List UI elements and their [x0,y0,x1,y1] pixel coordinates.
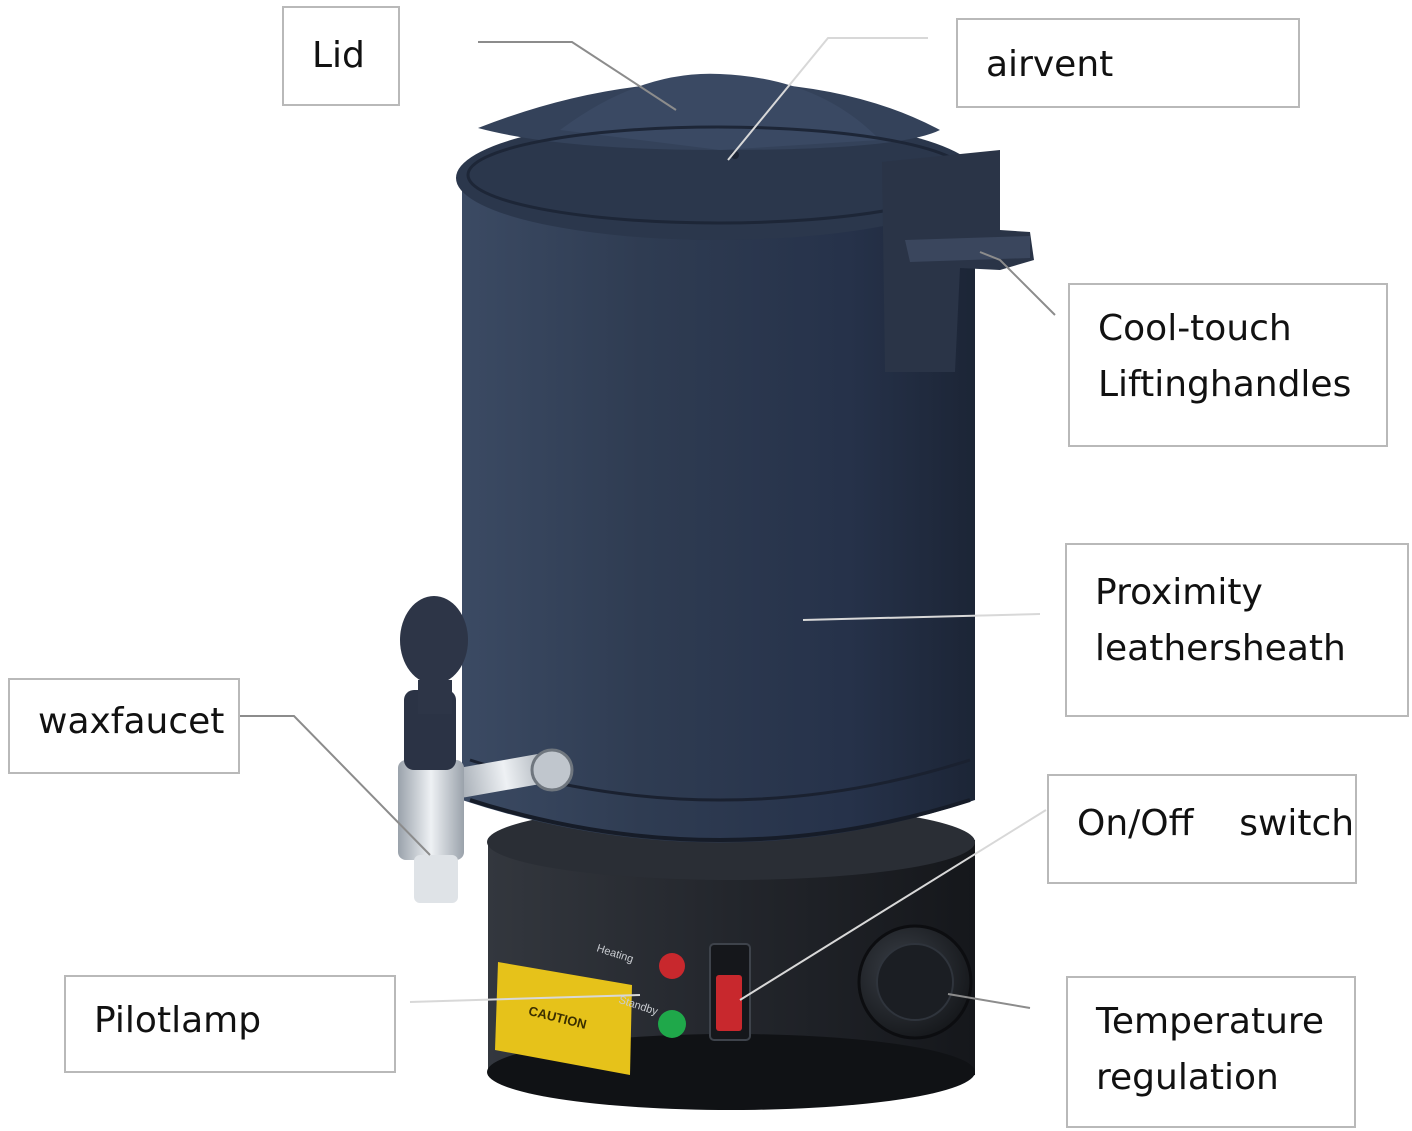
label-lid: Lid [282,6,400,106]
leader-sheath [802,613,1041,621]
label-airvent: airvent [956,18,1300,108]
control-panel [495,924,973,1075]
label-leather-sheath-line2: leathersheath [1095,628,1346,669]
label-on-off-switch: On/Off switch [1047,774,1357,884]
leader-handles [979,251,1056,316]
label-wax-faucet: waxfaucet [8,678,240,774]
leader-switch [739,809,1047,1001]
label-on-off-switch-text: On/Off switch [1077,803,1355,844]
label-temperature-regulation-line1: Temperature [1096,1001,1325,1042]
label-pilot-lamp: Pilotlamp [64,975,396,1073]
label-lifting-handles-line2: Liftinghandles [1098,364,1352,405]
leader-temp [947,993,1031,1009]
label-temperature-regulation: Temperature regulation [1066,976,1356,1128]
wax-faucet [398,596,574,903]
leader-lid [478,41,677,111]
label-wax-faucet-text: waxfaucet [38,701,225,742]
label-lid-text: Lid [312,35,365,76]
leader-airvent [727,37,928,161]
label-lifting-handles: Cool-touch Liftinghandles [1068,283,1388,447]
label-leather-sheath: Proximity leathersheath [1065,543,1409,717]
label-temperature-regulation-line2: regulation [1096,1057,1279,1098]
lid [456,73,980,240]
lifting-handle [882,150,1034,372]
label-leather-sheath-line1: Proximity [1095,572,1263,613]
label-lifting-handles-line1: Cool-touch [1098,308,1292,349]
leader-pilot [409,994,641,1003]
label-pilot-lamp-text: Pilotlamp [94,1000,262,1041]
label-airvent-text: airvent [986,44,1114,85]
